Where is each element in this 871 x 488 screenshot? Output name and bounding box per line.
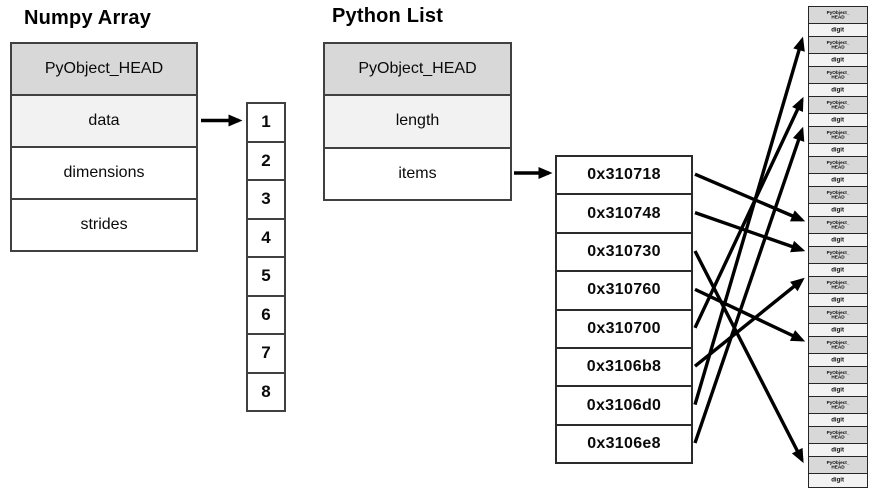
heap-object-digit-label: digit [831,206,845,214]
numpy-struct-row-strides: strides [10,198,198,252]
heap-object-head-cell: PyObject_HEAD [808,306,868,324]
heap-object-head-label: PyObject_HEAD [826,369,850,380]
array-value-cell: 4 [246,217,286,258]
heap-pointer-arrow-0x310700 [693,96,804,329]
heap-object-head-cell: PyObject_HEAD [808,126,868,144]
heap-object-head-cell: PyObject_HEAD [808,276,868,294]
numpy-struct-row-pyobject_head: PyObject_HEAD [10,42,198,96]
list-address-cell: 0x3106b8 [555,347,693,388]
heap-object-head-label: PyObject_HEAD [826,339,850,350]
array-value-cell: 6 [246,294,286,335]
heap-pointer-arrow-0x310730 [693,250,804,464]
heap-object-head-cell: PyObject_HEAD [808,186,868,204]
array-value-cell: 7 [246,333,286,374]
array-value-cell: 2 [246,140,286,181]
numpy-struct-row-dimensions: dimensions [10,146,198,200]
heap-object-digit-cell: digit [808,82,868,98]
heap-object-head-label: PyObject_HEAD [826,279,850,290]
heap-object-head-cell: PyObject_HEAD [808,36,868,54]
heap-object-head-cell: PyObject_HEAD [808,246,868,264]
heap-object-head-label: PyObject_HEAD [826,159,850,170]
heap-object-digit-label: digit [831,146,845,154]
heap-object-head-label: PyObject_HEAD [826,219,850,230]
heap-object-digit-cell: digit [808,22,868,38]
python-list-title: Python List [332,5,444,27]
list-address-cell: 0x310748 [555,193,693,234]
list-address-cell: 0x3106e8 [555,423,693,465]
heap-object-head-label: PyObject_HEAD [826,129,850,140]
heap-pointer-arrow-0x310718 [694,172,806,222]
array-value-cell: 5 [246,256,286,297]
heap-object-head-label: PyObject_HEAD [826,189,850,200]
heap-object-digit-label: digit [831,56,845,64]
heap-object-head-label: PyObject_HEAD [826,69,850,80]
heap-object-digit-cell: digit [808,472,868,488]
list-struct-row-items: items [323,146,512,201]
heap-object-head-cell: PyObject_HEAD [808,426,868,444]
heap-pointer-arrow-0x3106d0 [693,36,805,406]
list-struct-row-pyobject_head: PyObject_HEAD [323,42,512,97]
heap-object-digit-label: digit [831,356,845,364]
array-value-cell: 8 [246,371,286,412]
heap-object-head-cell: PyObject_HEAD [808,366,868,384]
heap-object-digit-label: digit [831,266,845,274]
heap-object-digit-label: digit [831,116,845,124]
numpy-array-title: Numpy Array [24,7,152,29]
heap-object-head-label: PyObject_HEAD [826,9,850,20]
heap-object-head-cell: PyObject_HEAD [808,456,868,474]
heap-object-head-label: PyObject_HEAD [826,99,850,110]
heap-pointer-arrow-0x3106b8 [693,277,805,368]
heap-object-head-cell: PyObject_HEAD [808,396,868,414]
heap-object-digit-label: digit [831,296,845,304]
list-address-cell: 0x310760 [555,270,693,311]
heap-object-head-label: PyObject_HEAD [826,399,850,410]
heap-pointer-arrow-0x310748 [694,210,806,253]
heap-object-digit-label: digit [831,176,845,184]
heap-pointer-arrow-0x310760 [694,287,806,342]
heap-object-head-label: PyObject_HEAD [826,39,850,50]
array-value-cell: 3 [246,179,286,220]
heap-object-head-cell: PyObject_HEAD [808,6,868,24]
array-value-cell: 1 [246,102,286,143]
heap-object-digit-label: digit [831,86,845,94]
heap-object-head-label: PyObject_HEAD [826,429,850,440]
list-address-cell: 0x310718 [555,155,693,196]
heap-object-head-cell: PyObject_HEAD [808,216,868,234]
heap-object-head-label: PyObject_HEAD [826,309,850,320]
heap-object-digit-label: digit [831,236,845,244]
heap-object-head-label: PyObject_HEAD [826,459,850,470]
heap-object-digit-label: digit [831,446,845,454]
heap-object-digit-label: digit [831,416,845,424]
heap-object-head-cell: PyObject_HEAD [808,336,868,354]
heap-object-digit-label: digit [831,386,845,394]
heap-object-head-label: PyObject_HEAD [826,249,850,260]
heap-object-digit-label: digit [831,26,845,34]
heap-object-head-cell: PyObject_HEAD [808,156,868,174]
numpy-struct-row-data: data [10,94,198,148]
heap-object-digit-label: digit [831,326,845,334]
list-address-cell: 0x310700 [555,308,693,349]
list-address-cell: 0x3106d0 [555,385,693,426]
heap-object-digit-label: digit [831,476,845,484]
list-struct-row-length: length [323,94,512,149]
heap-object-head-cell: PyObject_HEAD [808,96,868,114]
heap-object-head-cell: PyObject_HEAD [808,66,868,84]
list-address-cell: 0x310730 [555,231,693,273]
heap-pointer-arrow-0x3106e8 [693,126,805,444]
